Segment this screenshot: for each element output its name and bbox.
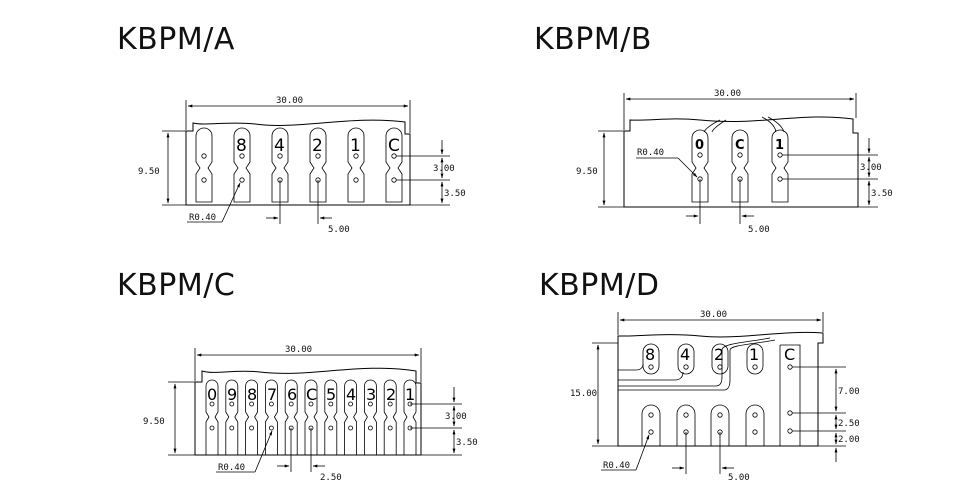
panel-c-terminal-label: 9 [227,385,237,404]
panel-c-pitch-dim: 2.50 [320,473,342,483]
panel-a-slots [195,127,403,203]
panel-c-terminal-label: 3 [366,385,376,404]
panel-d-terminal-label: 2 [714,345,724,364]
panel-d-dim-right-1: 7.00 [838,387,860,397]
drawing-kbpm-b: 0 C 1 30.00 9.50 3.00 3.50 5.00 R0.40 [576,89,893,235]
panel-c-slots [205,379,417,456]
drawing-kbpm-c: 0 9 8 7 6 C 5 4 3 2 1 30.00 9.50 3.00 3.… [143,345,478,483]
panel-c-terminal-label: 2 [386,385,396,404]
panel-b-radius-dim: R0.40 [637,148,664,158]
panel-a-width-dim: 30.00 [276,96,303,106]
panel-b-width-dim: 30.00 [714,89,741,99]
title-kbpm-c: KBPM/C [117,268,236,303]
panel-c-terminal-label: 5 [326,385,336,404]
panel-d-pitch-dim: 5.00 [728,473,750,483]
panel-c-radius-dim: R0.40 [218,463,245,473]
panel-b-pitch-dim: 5.00 [748,225,770,235]
panel-b-dim-right-1: 3.00 [860,163,882,173]
panel-d-terminal-label: 4 [680,345,690,364]
panel-c-width-dim: 30.00 [285,345,312,355]
panel-c-outline [194,367,422,456]
panel-a-terminal-label: 2 [312,136,323,156]
panel-c-terminal-label: 0 [207,385,217,404]
panel-b-dim-right-2: 3.50 [871,189,893,199]
panel-a-dim-right-1: 3.00 [433,164,455,174]
panel-d-radius-dim: R0.40 [603,461,630,471]
panel-a-dim-right-2: 3.50 [444,189,466,199]
panel-a-terminal-label: 8 [236,136,247,156]
drawing-kbpm-d: 8 4 2 1 C 30.00 15.00 7.00 2.50 2.00 5.0… [570,310,860,483]
panel-a-terminal-label: 4 [274,136,285,156]
panel-c-dim-right-2: 3.50 [456,438,478,448]
title-kbpm-b: KBPM/B [534,22,652,57]
panel-c-height-dim: 9.50 [143,417,165,427]
panel-b-terminal-label: 0 [695,138,704,153]
panel-a-pitch-dim: 5.00 [328,225,350,235]
panel-b-height-dim: 9.50 [576,167,598,177]
panel-d-dim-right-2: 2.50 [838,419,860,429]
panel-a-terminal-label: C [388,136,400,156]
panel-d-width-dim: 30.00 [700,310,727,320]
panel-c-dim-right-1: 3.00 [445,412,467,422]
panel-d-terminal-label: 8 [645,345,655,364]
panel-d-bottom-slots [641,404,765,447]
panel-b-slots [691,129,789,203]
panel-c-terminal-label: 8 [247,385,257,404]
panel-b-outline [623,116,859,208]
title-kbpm-d: KBPM/D [539,268,660,303]
drawing-kbpm-a: 8 4 2 1 C 30.00 9.50 3.00 3.50 5.00 R0.4… [138,96,466,235]
panel-c-terminal-label: C [306,385,317,404]
panel-b-terminal-label: 1 [775,138,784,153]
panel-c-terminal-label: 4 [346,385,356,404]
panel-a-outline [185,119,411,206]
panel-d-height-dim: 15.00 [570,389,597,399]
panel-a-terminal-label: 1 [350,136,361,156]
title-kbpm-a: KBPM/A [117,22,235,57]
panel-d-dim-right-3: 2.00 [838,435,860,445]
panel-a-height-dim: 9.50 [138,167,160,177]
panel-a-radius-dim: R0.40 [189,213,216,223]
panel-d-outline [617,331,824,447]
panel-b-terminal-label: C [735,138,745,153]
panel-d-terminal-label: C [784,345,795,364]
panel-c-terminal-label: 7 [267,385,277,404]
panel-c-terminal-label: 6 [287,385,297,404]
panel-d-terminal-label: 1 [749,345,759,364]
panel-c-terminal-label: 1 [405,385,415,404]
